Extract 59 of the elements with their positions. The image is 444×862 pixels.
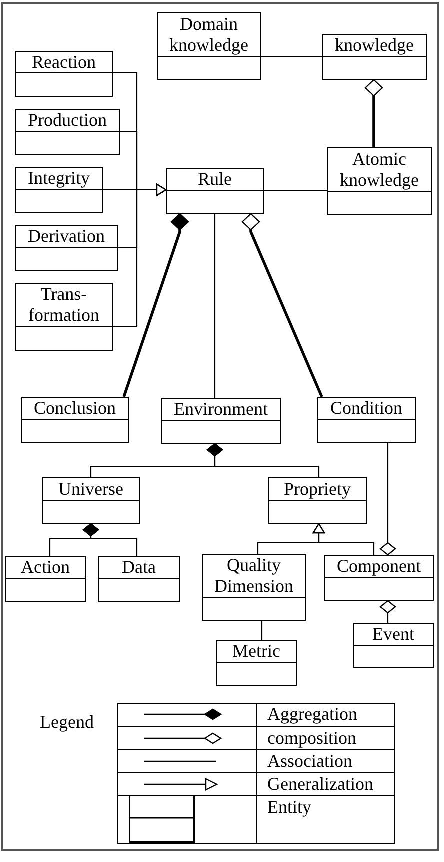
class-box	[353, 623, 434, 668]
class-box	[15, 167, 103, 213]
class-name: Metric	[232, 641, 280, 662]
class-name: Production	[28, 110, 107, 132]
class-box	[15, 283, 113, 351]
class-name: Event	[372, 624, 414, 646]
legend-text: Entity	[268, 797, 312, 818]
class-box	[5, 556, 86, 602]
connector-line	[261, 621, 263, 640]
class-name: Condition	[330, 398, 402, 420]
legend-text: composition	[268, 728, 356, 749]
class-box	[15, 51, 113, 97]
class-box	[15, 225, 118, 271]
class-name: Environment	[174, 399, 268, 420]
class-box	[98, 556, 180, 602]
class-name: Domain knowledge	[168, 14, 250, 56]
class-name: Data	[122, 557, 156, 578]
class-name: Action	[21, 557, 70, 578]
class-name: Integrity	[28, 168, 90, 190]
legend-text: Association	[268, 751, 352, 772]
class-name: knowledge	[335, 35, 414, 56]
class-name: Atomic knowledge	[339, 148, 420, 191]
class-name: Reaction	[32, 52, 96, 73]
connector-line	[214, 214, 216, 398]
class-box	[161, 398, 281, 444]
diamond-end-line	[122, 213, 190, 398]
class-name: Trans- formation	[28, 284, 100, 326]
class-box	[202, 554, 306, 621]
class-box	[15, 109, 120, 155]
class-box	[322, 34, 427, 80]
class-box	[268, 477, 367, 524]
class-box	[157, 12, 261, 80]
diamond-end-line	[242, 213, 324, 398]
triangle-head-arrow	[312, 523, 375, 555]
class-box	[216, 640, 297, 686]
triangle-head-arrow	[113, 184, 167, 328]
connector-line	[261, 56, 322, 58]
legend-text: Aggregation	[268, 704, 358, 725]
class-name: Derivation	[28, 226, 105, 248]
class-box	[324, 555, 434, 601]
connector-line	[264, 190, 327, 192]
class-box	[317, 397, 416, 443]
diamond-end-line	[380, 443, 396, 556]
diamond-end-line	[364, 79, 384, 147]
class-box	[21, 397, 129, 443]
class-box	[327, 147, 432, 215]
class-name: Propriety	[284, 478, 351, 500]
class-name: Rule	[198, 169, 232, 190]
legend-title: Legend	[40, 712, 94, 733]
class-box	[42, 477, 140, 524]
diamond-end-line	[206, 443, 320, 477]
class-name: Quality Dimension	[214, 555, 294, 598]
diamond-end-line	[380, 600, 396, 623]
class-box	[166, 168, 264, 214]
class-name: Universe	[58, 478, 124, 500]
legend-text: Generalization	[268, 774, 374, 795]
class-name: Component	[337, 556, 421, 578]
class-name: Conclusion	[34, 398, 116, 420]
diamond-end-line	[82, 523, 138, 556]
